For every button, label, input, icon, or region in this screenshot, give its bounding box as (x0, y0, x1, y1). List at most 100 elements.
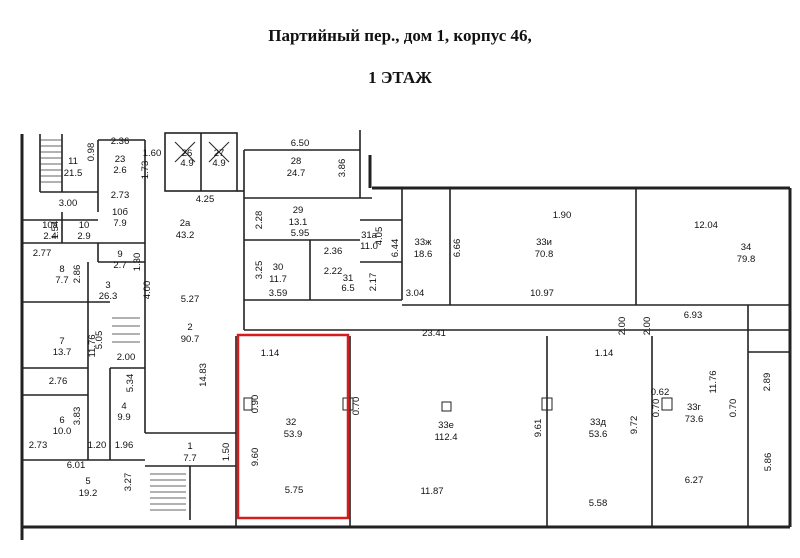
room-area: 112.4 (434, 432, 457, 443)
room-area: 13.1 (289, 217, 308, 228)
dimension-label: 0.98 (86, 143, 97, 162)
dimension-label: 2.36 (111, 136, 130, 147)
dimension-label: 9.60 (250, 448, 261, 467)
dimension-label: 11.76 (87, 334, 98, 357)
room-number: 33д (590, 417, 607, 428)
dimension-label: 11.76 (708, 370, 719, 393)
dimension-label: 1.73 (140, 161, 151, 180)
dimension-label: 5.95 (291, 228, 310, 239)
room-number: 29 (293, 205, 304, 216)
room-area: 19.2 (79, 488, 98, 499)
room-number: 4 (121, 401, 126, 412)
dimension-label: 3.27 (123, 473, 134, 492)
interior-walls (22, 130, 790, 527)
dimension-label: 6.01 (67, 460, 86, 471)
room-number: 33г (687, 402, 702, 413)
room-area: 90.7 (181, 334, 200, 345)
room-labels: 32 53.9 33е 112.4 33д 53.6 33г 73.6 34 7… (42, 148, 755, 499)
dimension-label: 9.61 (533, 419, 544, 438)
dimension-label: 2.86 (72, 265, 83, 284)
dimension-label: 3.00 (59, 198, 78, 209)
dimension-label: 1.30 (132, 253, 143, 272)
dimension-labels: 2.36 1.60 6.50 3.86 1.73 0.98 2.73 4.25 … (29, 136, 774, 509)
room-number: 26 (182, 148, 193, 159)
dimension-label: 5.86 (763, 453, 774, 472)
dimension-label: 3.25 (254, 261, 265, 280)
room-number: 11 (68, 156, 78, 167)
dimension-label: 1.14 (261, 348, 280, 359)
room-number: 7 (59, 336, 64, 347)
dimension-label: 2.73 (111, 190, 130, 201)
dimension-label: 3.83 (72, 407, 83, 426)
dimension-label: 2.28 (254, 211, 265, 230)
dimension-label: 3.86 (337, 159, 348, 178)
dimension-label: 5.58 (589, 498, 608, 509)
room-number: 31 (343, 273, 354, 284)
room-area: 7.9 (113, 218, 126, 229)
room-area: 53.6 (589, 429, 608, 440)
room-area: 2.6 (113, 165, 126, 176)
room-number: 9 (117, 249, 122, 260)
highlight-room-32[interactable] (236, 333, 350, 520)
dimension-label: 6.44 (390, 239, 401, 258)
room-area: 7.7 (183, 453, 196, 464)
dimension-label: 2.36 (324, 246, 343, 257)
room-area: 26.3 (99, 291, 118, 302)
room-area: 18.6 (414, 249, 433, 260)
dimension-label: 1.96 (115, 440, 134, 451)
dimension-label: 6.50 (291, 138, 310, 149)
dimension-label: 0.70 (351, 397, 362, 416)
dimension-label: 5.05 (94, 331, 105, 350)
dimension-label: 0.70 (728, 399, 739, 418)
dimension-label: 1.14 (595, 348, 614, 359)
dimension-label: 3.59 (269, 288, 288, 299)
room-area: 43.2 (176, 230, 195, 241)
room-area: 13.7 (53, 347, 72, 358)
dimension-label: 2.89 (762, 373, 773, 392)
dimension-label: 1.60 (143, 148, 162, 159)
dimension-label: 0.90 (250, 395, 261, 414)
dimension-label: 5.27 (181, 294, 200, 305)
room-area: 4.9 (212, 158, 225, 169)
dimension-label: 6.66 (452, 239, 463, 258)
dimension-label: 5.34 (125, 374, 136, 393)
room-number: 28 (291, 156, 302, 167)
dimension-label: 9.72 (629, 416, 640, 435)
room-number: 3 (105, 280, 110, 291)
address-title: Партийный пер., дом 1, корпус 46, (268, 26, 532, 45)
elevator-icon (174, 141, 230, 163)
room-area: 70.8 (535, 249, 554, 260)
dimension-label: 2.00 (617, 317, 628, 336)
dimension-label: 14.83 (198, 363, 209, 387)
room-number: 30 (273, 262, 284, 273)
room-number: 10а (42, 220, 59, 231)
floor-title: 1 ЭТАЖ (368, 68, 432, 87)
room-number: 1 (187, 441, 192, 452)
dimension-label: 3.04 (406, 288, 425, 299)
room-area: 2.7 (113, 260, 126, 271)
room-area: 24.7 (287, 168, 306, 179)
dimension-label: 2.76 (49, 376, 68, 387)
dimension-label: 11.87 (420, 486, 443, 497)
room-number: 6 (59, 415, 64, 426)
dimension-label: 4.00 (142, 281, 153, 300)
dimension-label: 2.00 (117, 352, 136, 363)
room-area: 6.5 (341, 283, 354, 294)
dimension-label: 10.97 (530, 288, 554, 299)
room-area: 11.7 (269, 274, 287, 285)
room-number: 2а (180, 218, 191, 229)
dimension-label: 6.27 (685, 475, 704, 486)
dimension-label: 0.70 (651, 399, 662, 418)
dimension-label: 2.17 (368, 273, 379, 292)
dimension-label: 23.41 (422, 328, 446, 339)
dimension-label: 1.50 (221, 443, 232, 462)
room-number: 27 (214, 148, 225, 159)
room-number: 34 (741, 242, 752, 253)
room-number: 10б (112, 207, 129, 218)
room-number: 32 (286, 417, 297, 428)
room-area: 21.5 (64, 168, 83, 179)
room-number: 23 (115, 154, 126, 165)
room-area: 10.0 (53, 426, 72, 437)
dimension-label: 2.73 (29, 440, 48, 451)
